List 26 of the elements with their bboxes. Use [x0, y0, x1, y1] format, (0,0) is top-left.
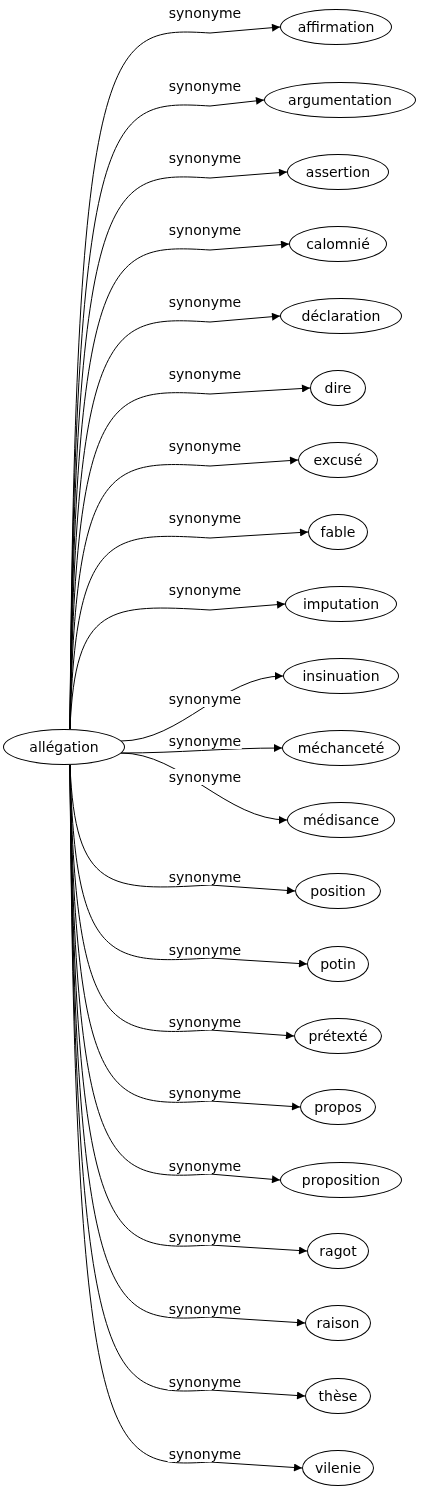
edge-label: synonyme — [167, 690, 243, 707]
word-ellipse: fable — [308, 514, 368, 550]
word-ellipse: méchanceté — [282, 730, 400, 766]
edge-label: synonyme — [167, 768, 243, 785]
arrow — [69, 600, 286, 730]
word-ellipse: allégation — [3, 729, 125, 765]
word-ellipse: déclaration — [280, 298, 402, 334]
word-ellipse: calomnié — [289, 226, 387, 262]
word-ellipse: prétexté — [294, 1018, 382, 1054]
word-ellipse: thèse — [305, 1378, 371, 1414]
word-ellipse: médisance — [287, 802, 395, 838]
word-ellipse: argumentation — [264, 82, 416, 118]
word-ellipse: raison — [305, 1305, 371, 1341]
word-ellipse: excusé — [298, 442, 378, 478]
arrow — [120, 744, 283, 754]
word-ellipse: dire — [310, 370, 366, 406]
word-ellipse: potin — [307, 946, 369, 982]
word-ellipse: vilenie — [302, 1450, 374, 1486]
word-ellipse: propos — [300, 1089, 376, 1125]
word-ellipse: affirmation — [280, 9, 392, 45]
word-ellipse: ragot — [307, 1233, 369, 1269]
word-ellipse: assertion — [287, 154, 389, 190]
word-ellipse: insinuation — [283, 658, 399, 694]
word-ellipse: imputation — [285, 586, 397, 622]
word-ellipse: proposition — [280, 1162, 402, 1198]
word-ellipse: position — [295, 873, 381, 909]
